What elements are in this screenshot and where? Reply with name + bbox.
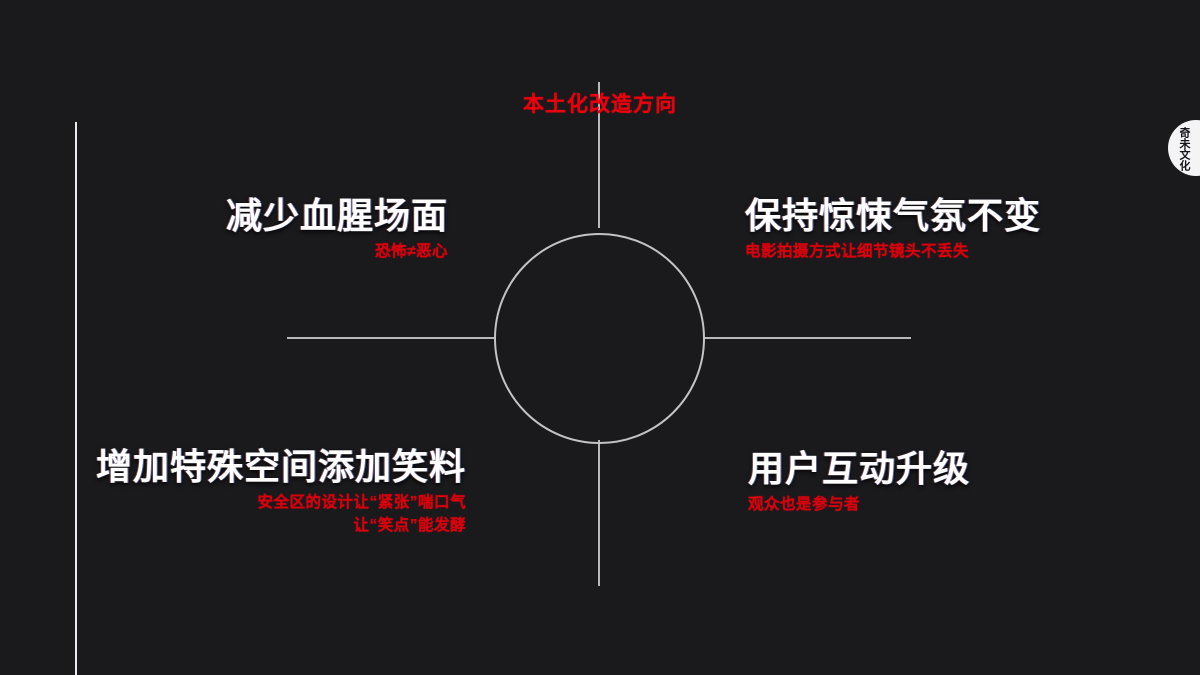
center-hub-circle <box>494 233 705 444</box>
center-hub-label: 本土化改造方向 <box>523 93 677 116</box>
quadrant-subtitle-line: 安全区的设计让“紧张”喘口气 <box>257 493 467 511</box>
spoke-line-top <box>598 82 600 228</box>
brand-badge: 奇未文化 <box>1168 120 1200 176</box>
quadrant-title: 减少血腥场面 <box>226 195 449 236</box>
quadrant-subtitle: 电影拍摄方式让细节镜头不丢失 <box>745 240 1041 263</box>
spoke-line-right <box>704 337 911 339</box>
quadrant-title: 用户互动升级 <box>748 448 971 489</box>
quadrant-title: 保持惊悚气氛不变 <box>745 195 1042 236</box>
quadrant-subtitle-line: 恐怖≠恶心 <box>375 242 449 260</box>
quadrant-subtitle-line: 电影拍摄方式让细节镜头不丢失 <box>745 242 970 260</box>
brand-badge-label: 奇未文化 <box>1178 127 1190 171</box>
spoke-line-left <box>287 337 496 339</box>
quadrant-subtitle-line: 观众也是参与者 <box>748 495 861 513</box>
quadrant-subtitle: 观众也是参与者 <box>748 493 970 516</box>
quadrant-top-left: 减少血腥场面 恐怖≠恶心 <box>226 196 448 263</box>
quadrant-subtitle-line: 让“笑点”能发酵 <box>353 516 467 534</box>
quadrant-bottom-left: 增加特殊空间添加笑料 安全区的设计让“紧张”喘口气 让“笑点”能发酵 <box>96 447 466 537</box>
spoke-line-bottom <box>598 440 600 586</box>
quadrant-title: 增加特殊空间添加笑料 <box>96 446 467 487</box>
quadrant-subtitle: 安全区的设计让“紧张”喘口气 让“笑点”能发酵 <box>96 491 466 538</box>
left-accent-rule <box>75 122 77 675</box>
quadrant-bottom-right: 用户互动升级 观众也是参与者 <box>748 449 970 516</box>
quadrant-subtitle: 恐怖≠恶心 <box>226 240 448 263</box>
quadrant-top-right: 保持惊悚气氛不变 电影拍摄方式让细节镜头不丢失 <box>745 196 1041 263</box>
